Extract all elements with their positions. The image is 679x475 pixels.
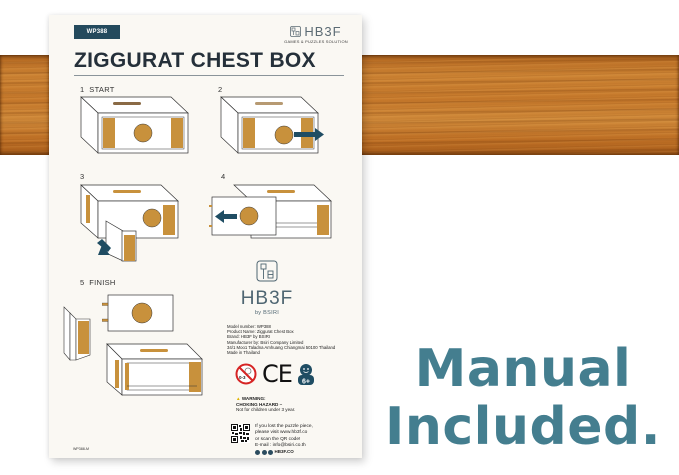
center-brand-name: HB3F (240, 288, 294, 309)
step-3-box-diagram (80, 184, 179, 262)
spec-line: Manufacturer by: Bsiri Company Limited (227, 339, 304, 345)
svg-text:6+: 6+ (302, 379, 310, 386)
center-brand-logo: HB3F by BSIRI (232, 260, 302, 316)
spec-line: Brand: HB3F by BSIRI (227, 334, 270, 340)
contact-text: If you lost the puzzle piece, please vis… (255, 424, 313, 455)
step-4-label: 4 (221, 172, 226, 181)
hb3f-logo-icon (290, 26, 302, 37)
certification-icons: 0-3 CE 6+ (235, 360, 315, 388)
choking-warning: ▲ WARNING: CHOKING HAZARD – Not for chil… (236, 396, 296, 413)
model-tag: WP388 (74, 25, 120, 39)
spec-line: Model number: WP388 (227, 324, 271, 329)
wood-strip-left (0, 55, 50, 155)
brand-name: HB3F (304, 24, 342, 39)
spec-line: Made in Thailand (227, 350, 260, 356)
arrow-down-left-icon (97, 239, 111, 255)
step-1-label: 1 START (80, 85, 115, 94)
manual-sheet: WP388 HB3F GAMES & PUZZLES SOLUTION ZIGG… (49, 15, 362, 458)
headline-line-1: Manual (414, 339, 632, 399)
product-specs: Model number: WP388 Product Name: Ziggur… (227, 324, 335, 355)
contact-block: If you lost the puzzle piece, please vis… (231, 424, 313, 455)
step-2-label: 2 (218, 85, 223, 94)
age-6-plus-icon: 6+ (297, 364, 314, 386)
ce-mark-icon: CE (262, 360, 293, 388)
step-4-box-diagram (209, 184, 332, 239)
headline-line-2: Included. (384, 397, 661, 457)
manual-included-headline: Manual Included. (378, 340, 668, 456)
social-handle: HB3F.CO (274, 449, 294, 455)
website-icon[interactable] (268, 449, 273, 455)
page-title: ZIGGURAT CHEST BOX (74, 49, 316, 72)
not-for-children-0-3-icon: 0-3 (235, 363, 257, 385)
center-brand-byline: by BSIRI (254, 310, 280, 316)
facebook-icon[interactable] (255, 449, 260, 455)
spec-line: 34/1 Moo1 Taladna Amhuang Chiangmai 5010… (227, 344, 336, 350)
step-5-shell-diagram (106, 343, 203, 396)
qr-code-icon[interactable] (231, 424, 250, 443)
brand-tagline: GAMES & PUZZLES SOLUTION (284, 39, 348, 44)
instagram-icon[interactable] (261, 449, 267, 455)
step-5-drawer-diagram (102, 294, 174, 332)
social-links: HB3F.CO (255, 449, 313, 455)
warning-triangle-icon: ▲ (236, 396, 241, 401)
title-divider (74, 75, 344, 76)
wood-strip-right (360, 55, 679, 155)
step-2-box-diagram (220, 96, 324, 154)
spec-line: Product Name: Ziggurat Chest Box (227, 329, 294, 335)
brand-header: HB3F GAMES & PUZZLES SOLUTION (276, 24, 356, 44)
step-5-label: 5 FINISH (80, 278, 116, 287)
hb3f-logo-icon (256, 260, 278, 282)
step-3-label: 3 (80, 172, 85, 181)
step-1-box-diagram (80, 96, 189, 154)
document-code: WP388-M (73, 447, 89, 451)
arrow-right-icon (294, 128, 324, 141)
arrow-left-icon (215, 210, 237, 223)
step-5-panel-diagram (63, 306, 91, 361)
svg-text:0-3: 0-3 (239, 375, 246, 380)
